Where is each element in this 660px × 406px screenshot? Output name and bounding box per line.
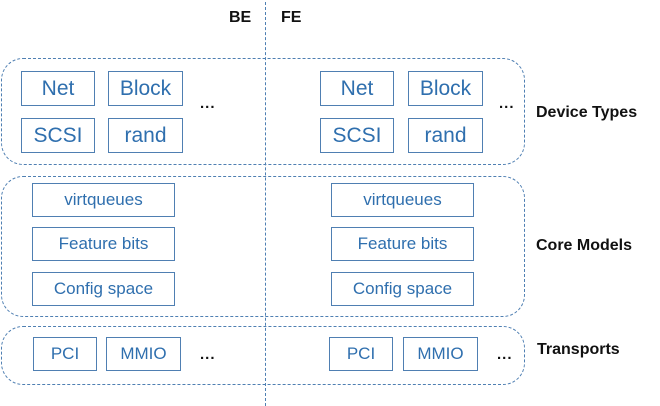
fe-block-box: Block <box>408 71 483 106</box>
transports-group <box>1 326 525 385</box>
device-types-label: Device Types <box>536 104 638 121</box>
fe-feature-bits-box: Feature bits <box>331 227 474 261</box>
fe-rand-box: rand <box>408 118 483 153</box>
fe-config-space-box: Config space <box>331 272 474 306</box>
fe-net-box: Net <box>320 71 394 106</box>
device-types-group <box>1 58 525 165</box>
fe-scsi-box: SCSI <box>320 118 394 153</box>
core-models-group <box>1 176 525 317</box>
be-fe-divider <box>265 2 266 406</box>
fe-label: FE <box>281 9 302 26</box>
be-pci-box: PCI <box>33 337 97 371</box>
fe-transport-more: ... <box>497 346 513 363</box>
be-virtqueues-box: virtqueues <box>32 183 175 217</box>
be-net-box: Net <box>21 71 95 106</box>
be-config-space-box: Config space <box>32 272 175 306</box>
be-mmio-box: MMIO <box>106 337 181 371</box>
be-block-box: Block <box>108 71 183 106</box>
be-label: BE <box>229 9 252 26</box>
core-models-label: Core Models <box>536 237 633 254</box>
fe-device-more: ... <box>499 95 515 112</box>
transports-label: Transports <box>537 341 620 358</box>
be-scsi-box: SCSI <box>21 118 95 153</box>
fe-virtqueues-box: virtqueues <box>331 183 474 217</box>
be-transport-more: ... <box>200 346 216 363</box>
fe-mmio-box: MMIO <box>403 337 478 371</box>
be-device-more: ... <box>200 95 216 112</box>
fe-pci-box: PCI <box>329 337 393 371</box>
be-rand-box: rand <box>108 118 183 153</box>
be-feature-bits-box: Feature bits <box>32 227 175 261</box>
